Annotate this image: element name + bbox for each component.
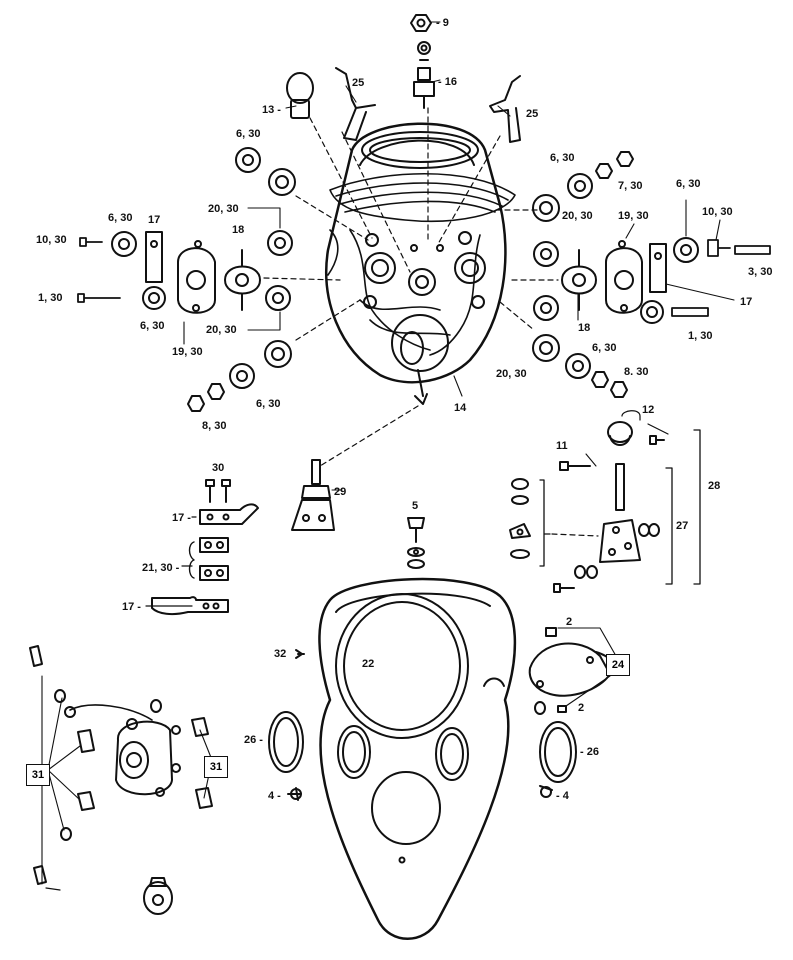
label-17-bracket-top: 17 - [172,512,191,524]
label-6-30-left: 6, 30 [108,212,133,224]
label-9: - 9 [436,17,449,29]
label-3-30: 3, 30 [748,266,773,278]
label-20-30-c: 20, 30 [206,324,237,336]
label-18-right: 18 [578,322,591,334]
headlamp-shell [325,122,507,384]
label-4-right: - 4 [556,790,569,802]
label-8-30-right: 8. 30 [624,366,649,378]
label-26-left: 26 - [244,734,263,746]
label-25-right: 25 [526,108,539,120]
small-fasteners [295,649,305,659]
label-4-left: 4 - [268,790,281,802]
label-21-30: 21, 30 - [142,562,180,574]
callout-31-left: 31 [26,764,50,786]
label-20-30-b: 20, 30 [562,210,593,222]
label-17-left: 17 [148,214,161,226]
label-6-30-bottom-left: 6, 30 [256,398,281,410]
speedo-drive-stud [413,59,435,109]
label-29: 29 [334,486,347,498]
washers-right [532,151,699,398]
label-25-left: 25 [352,77,365,89]
label-6-30-right: 6, 30 [676,178,701,190]
side-plates [145,231,667,314]
label-6-30-top-right: 6, 30 [550,152,575,164]
label-6-30-mid-left: 6, 30 [140,320,165,332]
label-20-30-a: 20, 30 [208,203,239,215]
fairing-nacelle [318,577,517,940]
label-16: - 16 [438,76,457,88]
label-28: 28 [708,480,721,492]
label-6-30-top-left: 6, 30 [236,128,261,140]
pilot-bulb [286,72,314,119]
label-17-right: 17 [740,296,753,308]
label-1-30-right: 1, 30 [688,330,713,342]
label-18-left: 18 [232,224,245,236]
ignition-switch [391,314,449,405]
callout-24: 24 [606,654,630,676]
label-1-30-left: 1, 30 [38,292,63,304]
switch-bracket-29 [291,459,343,531]
bulb-holder [143,877,173,915]
cover-plate-24 [528,627,619,715]
label-10-30-left: 10, 30 [36,234,67,246]
label-2-top: 2 [566,616,573,628]
label-32: 32 [274,648,287,660]
label-7-30: 7, 30 [618,180,643,192]
label-30: 30 [212,462,225,474]
label-13: 13 - [262,104,281,116]
rear-lamp-assembly [29,645,213,891]
assembly-27-28 [509,410,701,593]
wiring-harness [327,173,516,356]
label-2-bottom: 2 [578,702,585,714]
top-nut [410,14,432,55]
label-20-30-d: 20, 30 [496,368,527,380]
label-5: 5 [412,500,419,512]
speedometer-gauges [268,711,577,801]
label-26-right: - 26 [580,746,599,758]
label-22: 22 [362,658,375,670]
mounting-brackets [335,67,521,143]
stud-5 [407,517,425,569]
label-19-30-left: 19, 30 [172,346,203,358]
label-17-bracket-bottom: 17 - [122,601,141,613]
label-11: 11 [556,440,568,452]
label-12: 12 [642,404,655,416]
washers-left [111,147,296,412]
headlamp-sockets [363,231,486,309]
leader-lines-solid [183,21,735,397]
label-19-30-right: 19, 30 [618,210,649,222]
label-8-30-left: 8, 30 [202,420,227,432]
screws-top [77,237,771,317]
label-10-30-right: 10, 30 [702,206,733,218]
label-14: 14 [454,402,467,414]
leader-lines-top [263,107,559,467]
label-6-30-bottom-right: 6, 30 [592,342,617,354]
callout-31-right: 31 [204,756,228,778]
bracket-set [145,479,259,616]
label-27: 27 [676,520,689,532]
